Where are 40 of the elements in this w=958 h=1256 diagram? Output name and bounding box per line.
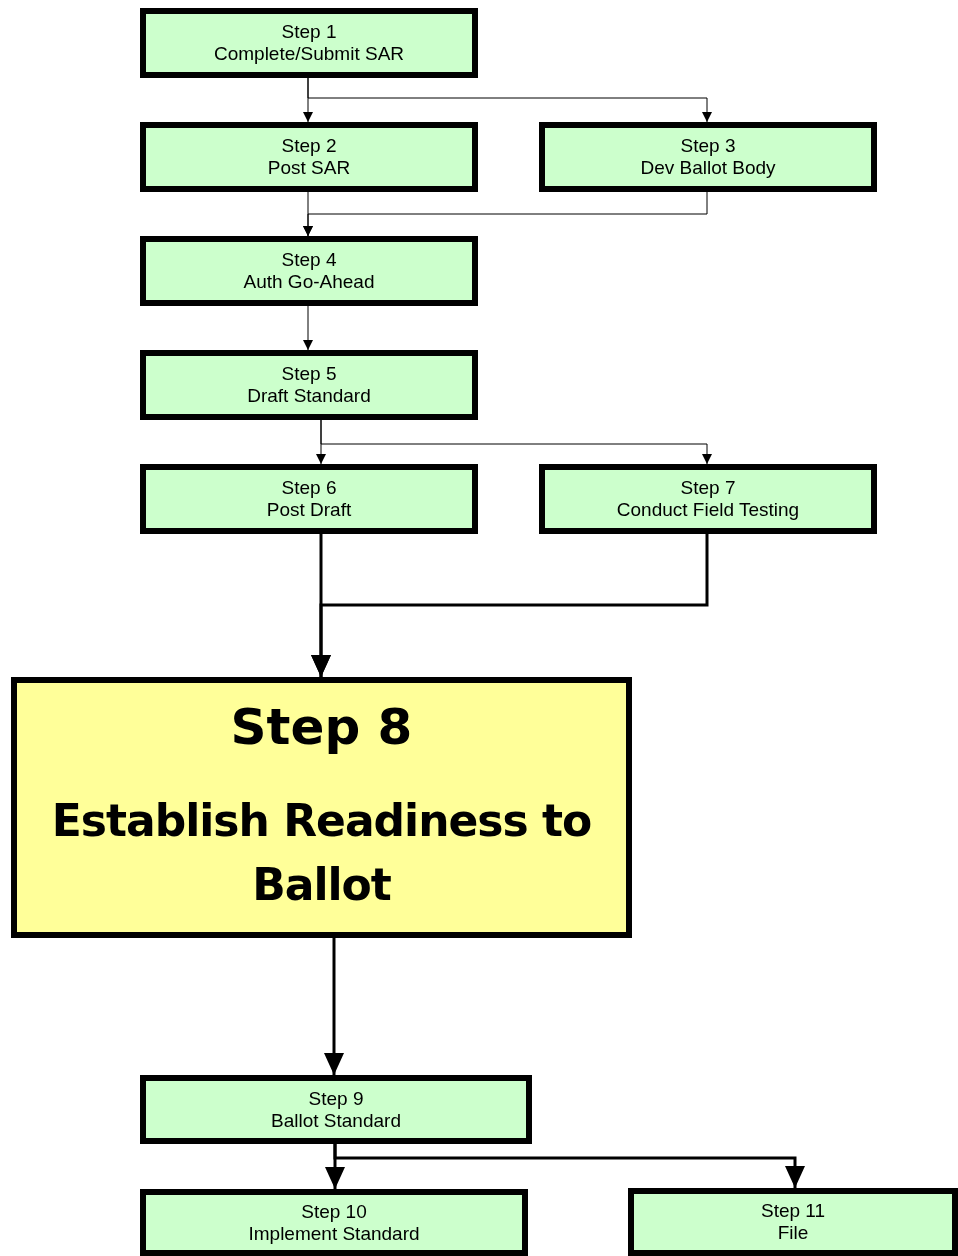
- step-number: Step 5: [281, 363, 337, 385]
- step-title: Implement Standard: [248, 1222, 420, 1245]
- process-box: [140, 350, 478, 420]
- step-title: Dev Ballot Body: [640, 157, 776, 179]
- step-title: Complete/Submit SAR: [213, 43, 405, 65]
- step-title: Establish Readiness to Ballot: [50, 794, 593, 912]
- process-box: [11, 677, 632, 938]
- step-number: Step 9: [308, 1087, 364, 1110]
- arrow: [303, 191, 708, 237]
- process-box: [140, 122, 478, 192]
- step-title: Ballot Standard: [271, 1109, 401, 1132]
- step-number: Step 10: [301, 1200, 367, 1223]
- process-box: [140, 236, 478, 306]
- step-number: Step 7: [680, 477, 736, 499]
- arrow: [311, 534, 709, 677]
- arrow: [320, 419, 712, 465]
- step-number: Step 2: [281, 135, 337, 157]
- process-box: [539, 464, 877, 534]
- step-title: Post SAR: [267, 157, 351, 179]
- step-title: Auth Go-Ahead: [243, 271, 375, 293]
- arrow: [307, 77, 712, 123]
- process-box: [140, 464, 478, 534]
- step-title: Post Draft: [266, 499, 352, 521]
- step-number: Step 1: [281, 21, 337, 43]
- step-number: Step 3: [680, 135, 736, 157]
- process-box: [140, 1189, 528, 1256]
- arrow: [324, 938, 344, 1075]
- step-number: Step 6: [281, 477, 337, 499]
- process-box: [628, 1188, 958, 1256]
- step-number: Step 8: [230, 697, 413, 757]
- step-title: Conduct Field Testing: [616, 499, 800, 521]
- process-box: [539, 122, 877, 192]
- step-number: Step 4: [281, 249, 337, 271]
- step-number: Step 11: [760, 1200, 826, 1222]
- process-box: [140, 1075, 532, 1144]
- step-title: File: [777, 1222, 809, 1244]
- arrow: [303, 305, 313, 351]
- arrow: [333, 1144, 805, 1188]
- step-title: Draft Standard: [247, 385, 371, 407]
- process-box: [140, 8, 478, 78]
